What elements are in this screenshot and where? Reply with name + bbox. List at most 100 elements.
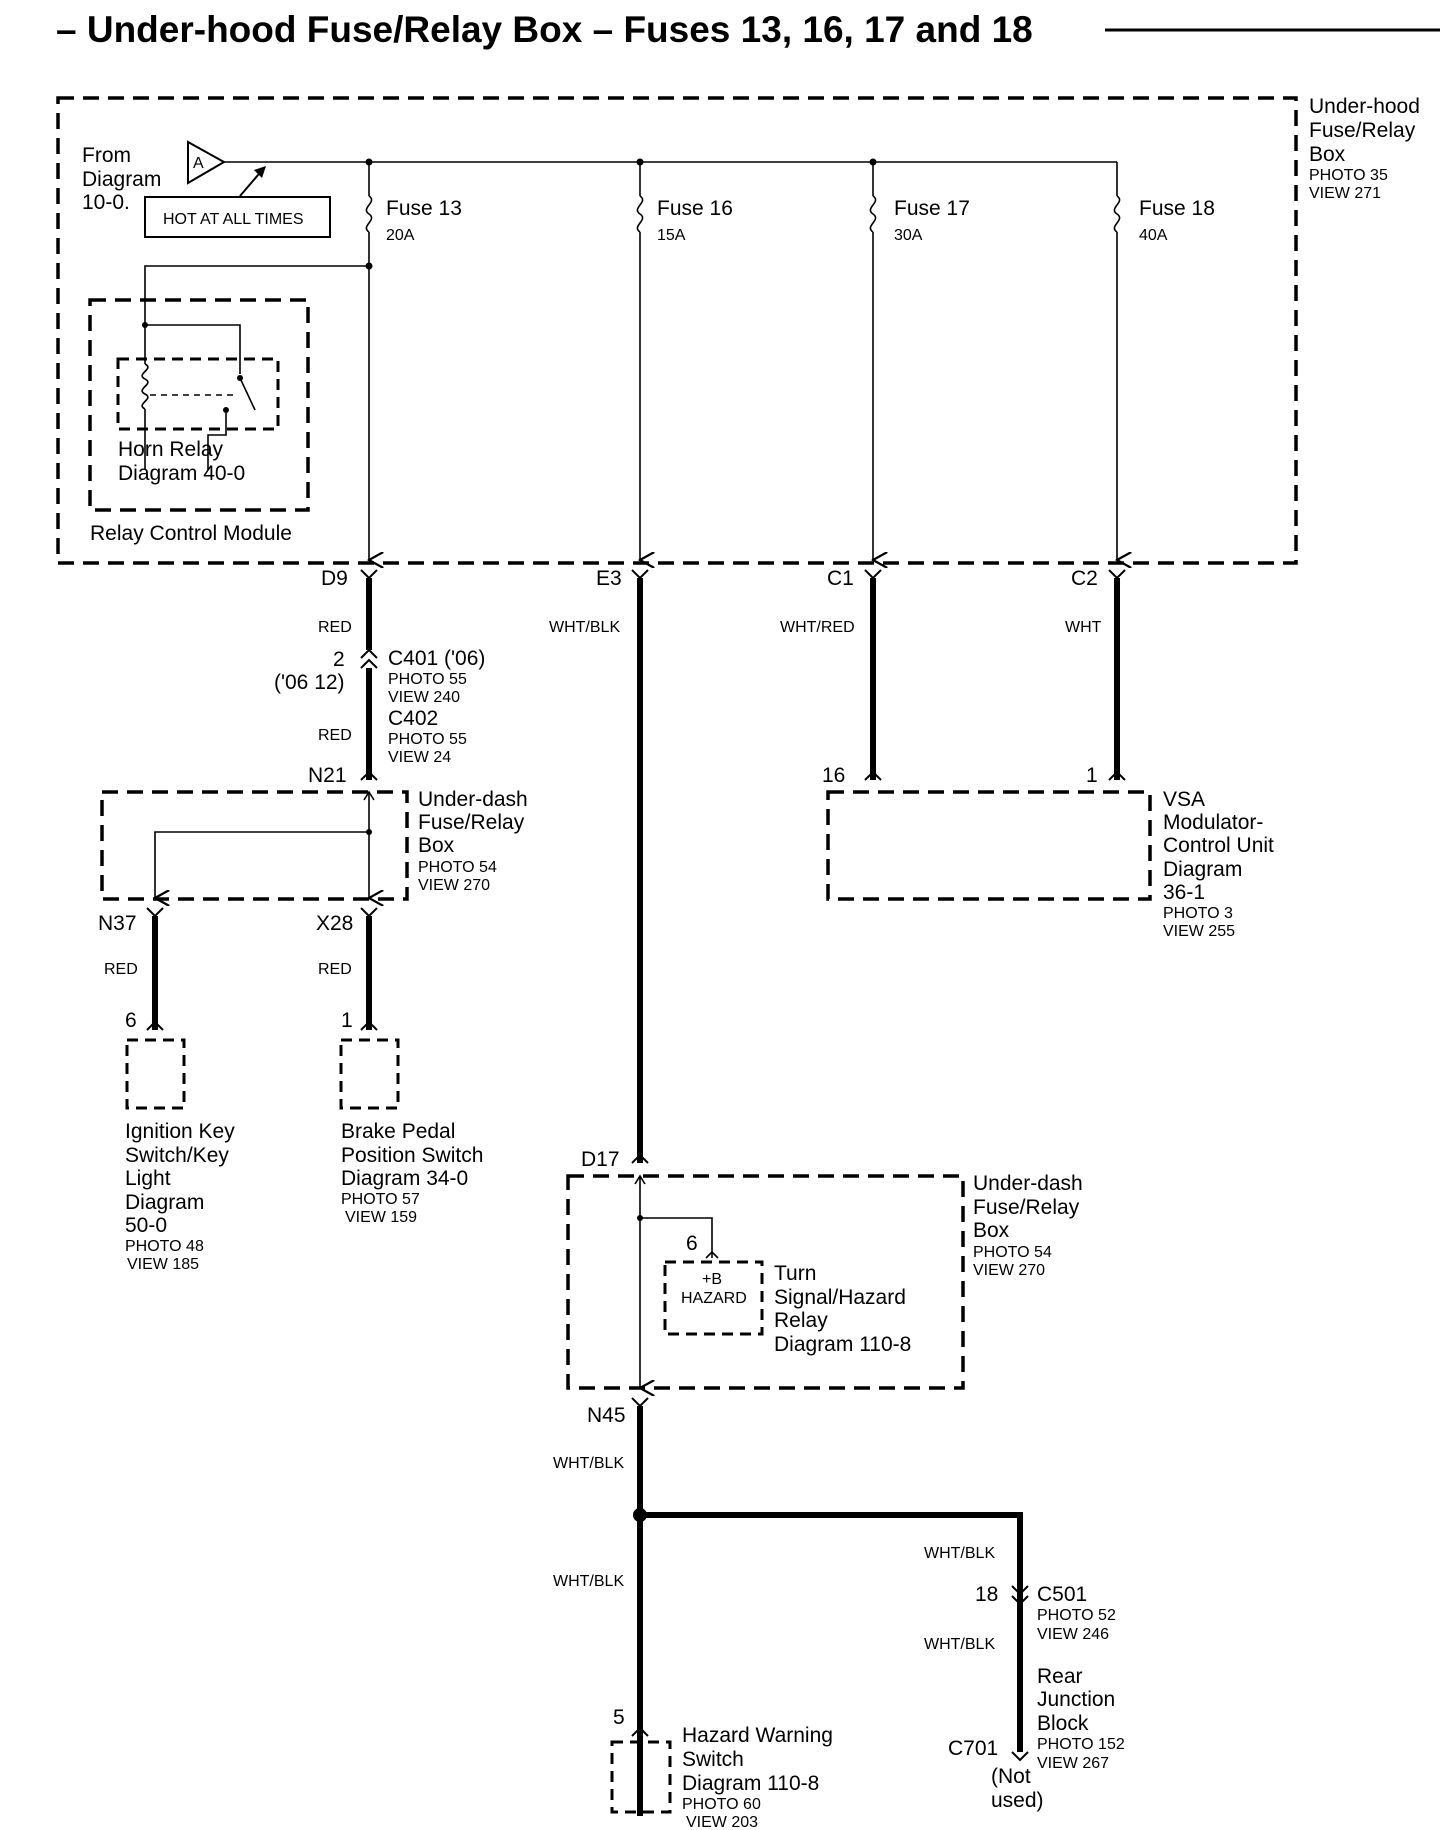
rear-junction-name-2: Junction <box>1037 1688 1115 1711</box>
turn-relay-name-4: Diagram 110-8 <box>774 1333 911 1356</box>
fuse-16-rating: 15A <box>657 227 686 244</box>
hazard-switch-pin: 5 <box>613 1706 625 1729</box>
c701-connector: C701 <box>948 1737 998 1760</box>
underhood-box-name-2: Fuse/Relay <box>1309 119 1416 142</box>
fuse-18-name: Fuse 18 <box>1139 197 1215 220</box>
hazard-switch-view: VIEW 203 <box>686 1814 758 1830</box>
fuse-17-name: Fuse 17 <box>894 197 970 220</box>
horn-relay-symbol <box>141 322 256 470</box>
hazard-switch-name-2: Switch <box>682 1748 744 1771</box>
c701-note-2: used) <box>991 1789 1044 1812</box>
underdash-mid-view: VIEW 270 <box>973 1262 1045 1279</box>
rear-junction-view: VIEW 267 <box>1037 1755 1109 1772</box>
terminal-d9: D9 <box>321 567 348 590</box>
vsa-view: VIEW 255 <box>1163 923 1235 940</box>
relay-control-module-label: Relay Control Module <box>90 522 292 545</box>
brake-photo: PHOTO 57 <box>341 1191 420 1208</box>
c401-pin-alt: ('06 12) <box>274 671 345 694</box>
underhood-box-outline <box>56 96 1298 565</box>
c501-photo: PHOTO 52 <box>1037 1607 1116 1624</box>
vsa-pin-1: 1 <box>1086 764 1098 787</box>
vsa-name-2: Modulator- <box>1163 811 1263 834</box>
wire-n45-color: WHT/BLK <box>553 1455 624 1472</box>
terminal-e3: E3 <box>596 567 622 590</box>
horn-relay-name-1: Horn Relay <box>118 438 224 461</box>
brake-pin: 1 <box>341 1009 353 1032</box>
from-diagram-2: Diagram <box>82 168 161 191</box>
turn-relay-inner-1: +B <box>702 1271 722 1288</box>
wire-n37-color: RED <box>104 961 138 978</box>
vsa-name-5: 36-1 <box>1163 881 1205 904</box>
rear-junction-photo: PHOTO 152 <box>1037 1736 1125 1753</box>
fuse-16-name: Fuse 16 <box>657 197 733 220</box>
underdash-mid-internal <box>634 1174 719 1388</box>
wire-hazard-color: WHT/BLK <box>553 1573 624 1590</box>
terminal-c1: C1 <box>827 567 854 590</box>
c501-name: C501 <box>1037 1583 1087 1606</box>
ignition-name-3: Light <box>125 1167 171 1190</box>
hazard-switch-box <box>610 1740 672 1814</box>
c701-note-1: (Not <box>991 1765 1031 1788</box>
c401-view: VIEW 240 <box>388 689 460 706</box>
brake-name-3: Diagram 34-0 <box>341 1167 468 1190</box>
fuse-16 <box>636 162 642 560</box>
hazard-switch-name-3: Diagram 110-8 <box>682 1772 819 1795</box>
underdash-left-internal <box>155 790 374 898</box>
turn-relay-name-1: Turn <box>774 1262 816 1285</box>
c402-photo: PHOTO 55 <box>388 731 467 748</box>
underdash-box-left-outline <box>100 790 409 901</box>
fuse-18 <box>1113 162 1119 560</box>
horn-relay-outline <box>116 357 280 431</box>
underhood-box-photo: PHOTO 35 <box>1309 167 1388 184</box>
ignition-pin: 6 <box>125 1009 137 1032</box>
page-title: – Under-hood Fuse/Relay Box – Fuses 13, … <box>56 9 1033 50</box>
c401-pin: 2 <box>333 648 345 671</box>
vsa-pin-16: 16 <box>822 764 845 787</box>
terminal-d17: D17 <box>581 1148 620 1171</box>
rear-junction-name-1: Rear <box>1037 1665 1083 1688</box>
from-diagram-3: 10-0. <box>82 191 130 214</box>
ignition-name-5: 50-0 <box>125 1214 167 1237</box>
terminal-c2: C2 <box>1071 567 1098 590</box>
ignition-name-1: Ignition Key <box>125 1120 235 1143</box>
wire-e3-color: WHT/BLK <box>549 619 620 636</box>
fuse-13-name: Fuse 13 <box>386 197 462 220</box>
turn-relay-name-3: Relay <box>774 1309 828 1332</box>
fuse-18-rating: 40A <box>1139 227 1168 244</box>
c501-pin: 18 <box>975 1583 998 1606</box>
ignition-name-4: Diagram <box>125 1191 204 1214</box>
underdash-left-name-2: Fuse/Relay <box>418 811 525 834</box>
wire-c2-color: WHT <box>1065 619 1102 636</box>
rear-junction-name-3: Block <box>1037 1712 1089 1735</box>
ignition-view: VIEW 185 <box>127 1256 199 1273</box>
terminal-n37: N37 <box>98 912 137 935</box>
c501-connector <box>1011 1585 1029 1606</box>
connector-a-label: A <box>193 155 204 172</box>
from-diagram-1: From <box>82 144 131 167</box>
ignition-name-2: Switch/Key <box>125 1144 229 1167</box>
wire-branch-c501 <box>640 1512 1023 1752</box>
underhood-box-name-1: Under-hood <box>1309 95 1420 118</box>
c402-view: VIEW 24 <box>388 749 451 766</box>
wire-c1-color: WHT/RED <box>780 619 855 636</box>
c501-view: VIEW 246 <box>1037 1626 1109 1643</box>
turn-relay-pin: 6 <box>686 1232 698 1255</box>
turn-relay-inner-2: HAZARD <box>681 1290 747 1307</box>
underdash-left-name-3: Box <box>418 834 455 857</box>
horn-relay-feed <box>144 265 369 325</box>
underdash-mid-name-2: Fuse/Relay <box>973 1196 1080 1219</box>
underdash-left-name-1: Under-dash <box>418 788 528 811</box>
underdash-left-photo: PHOTO 54 <box>418 859 497 876</box>
wire-x28-color: RED <box>318 961 352 978</box>
wire-c402-color: RED <box>318 727 352 744</box>
hazard-switch-photo: PHOTO 60 <box>682 1796 761 1813</box>
hot-at-all-times-label: HOT AT ALL TIMES <box>163 211 304 228</box>
vsa-unit-outline <box>826 790 1152 901</box>
c401-name: C401 ('06) <box>388 647 485 670</box>
brake-view: VIEW 159 <box>345 1209 417 1226</box>
underdash-mid-name-3: Box <box>973 1219 1010 1242</box>
wire-d9-color: RED <box>318 619 352 636</box>
turn-relay-name-2: Signal/Hazard <box>774 1286 906 1309</box>
hazard-switch-name-1: Hazard Warning <box>682 1724 833 1747</box>
